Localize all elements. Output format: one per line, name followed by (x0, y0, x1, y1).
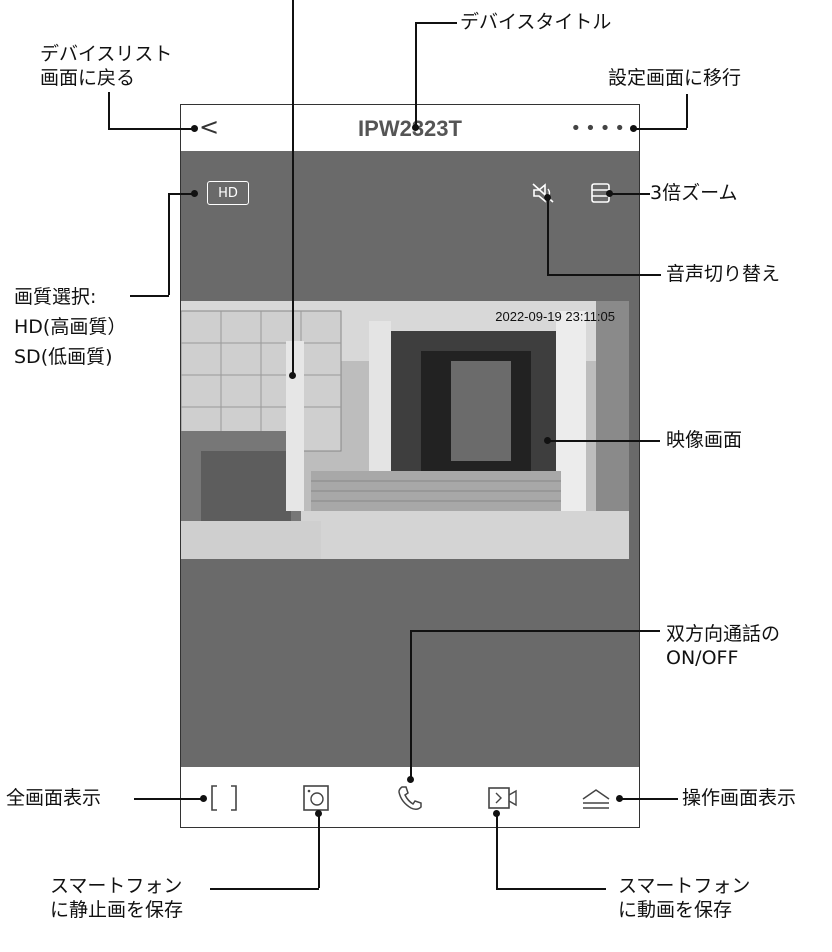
label-fullscreen: 全画面表示 (6, 787, 102, 809)
leader-line (134, 798, 204, 800)
leader-dot (606, 190, 613, 197)
leader-line (415, 22, 457, 24)
leader-line (108, 128, 194, 130)
leader-line (547, 198, 549, 274)
label-device-list: デバイスリスト 画面に戻る (40, 43, 173, 89)
label-record: スマートフォン に動画を保存 (618, 875, 751, 921)
device-title: IPW2323T (358, 116, 462, 141)
camera-feed-image (181, 301, 629, 559)
leader-dot (412, 124, 419, 131)
leader-line (410, 630, 660, 632)
app-screen: < IPW2323T •••• HD (180, 104, 640, 828)
leader-line (130, 295, 169, 297)
fullscreen-icon[interactable] (207, 781, 241, 815)
label-video: 映像画面 (666, 429, 743, 451)
back-button[interactable]: < (199, 113, 220, 141)
title-bar: < IPW2323T •••• (181, 105, 639, 151)
leader-dot (544, 194, 551, 201)
mute-icon[interactable] (531, 181, 557, 205)
leader-line (620, 798, 678, 800)
label-settings: 設定画面に移行 (608, 67, 742, 89)
timestamp: 2022-09-19 23:11:05 (495, 309, 615, 324)
leader-dot (315, 810, 322, 817)
label-audio: 音声切り替え (666, 263, 781, 285)
video-view[interactable]: 2022-09-19 23:11:05 (181, 301, 629, 559)
label-snapshot: スマートフォン に静止画を保存 (50, 875, 184, 921)
leader-dot (544, 437, 551, 444)
leader-dot (191, 190, 198, 197)
label-talk: 双方向通話の ON/OFF (666, 623, 781, 669)
leader-dot (616, 795, 623, 802)
leader-line (410, 630, 412, 780)
leader-line (496, 888, 606, 890)
label-quality: 画質選択: HD(高画質） SD(低画質) (14, 286, 127, 368)
leader-line (636, 128, 687, 130)
quality-button[interactable]: HD (207, 181, 249, 205)
video-stage: HD (181, 151, 639, 767)
video-record-icon[interactable] (486, 781, 520, 815)
leader-line (108, 92, 110, 128)
leader-line (168, 193, 194, 195)
leader-dot (200, 795, 207, 802)
label-control: 操作画面表示 (682, 787, 797, 809)
leader-line (318, 814, 320, 888)
phone-talk-icon[interactable] (393, 781, 427, 815)
leader-dot (289, 372, 296, 379)
leader-line (292, 0, 294, 376)
leader-line (610, 193, 650, 195)
leader-line (415, 22, 417, 128)
leader-line (168, 193, 170, 295)
leader-dot (191, 125, 198, 132)
leader-dot (407, 776, 414, 783)
leader-line (496, 814, 498, 888)
leader-line (210, 888, 319, 890)
more-button[interactable]: •••• (570, 118, 629, 139)
leader-line (686, 94, 688, 128)
leader-dot (493, 810, 500, 817)
label-zoom: 3倍ズーム (650, 182, 738, 204)
leader-dot (630, 125, 637, 132)
leader-line (547, 274, 661, 276)
leader-line (548, 440, 660, 442)
control-panel-icon[interactable] (579, 781, 613, 815)
label-device-title: デバイスタイトル (460, 11, 612, 33)
